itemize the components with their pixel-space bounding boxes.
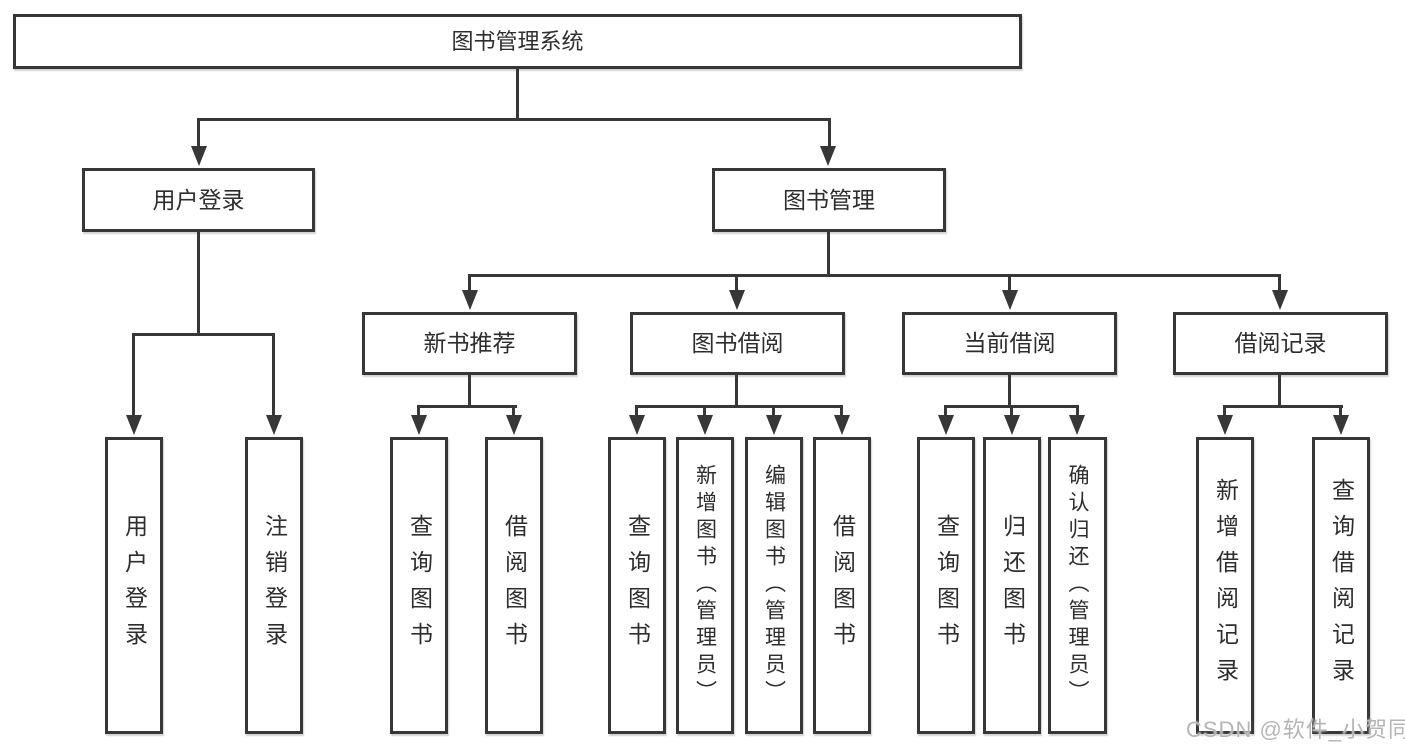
arrow-down-icon: [629, 415, 645, 435]
connector-line: [1278, 375, 1281, 408]
leaf-query-books-current: 查询图书: [917, 437, 975, 734]
connector-line: [1008, 274, 1011, 292]
node-library-management-system: 图书管理系统: [13, 14, 1022, 69]
watermark: CSDN @软件_小贺同学: [1186, 717, 1405, 742]
arrow-down-icon: [462, 290, 478, 310]
connector-line: [1223, 405, 1226, 418]
connector-line: [1008, 375, 1011, 408]
node-current-borrowing: 当前借阅: [902, 312, 1117, 375]
arrow-down-icon: [766, 415, 782, 435]
leaf-edit-book-admin: 编辑图书（管理员）: [745, 437, 803, 734]
leaf-logout: 注销登录: [245, 437, 303, 734]
connector-line: [132, 333, 275, 336]
arrow-down-icon: [1069, 415, 1085, 435]
connector-line: [944, 405, 947, 418]
arrow-down-icon: [1004, 415, 1020, 435]
connector-line: [828, 118, 831, 148]
connector-line: [840, 405, 843, 418]
connector-line: [703, 405, 706, 418]
connector-line: [417, 405, 420, 418]
arrow-down-icon: [126, 415, 142, 435]
connector-line: [1339, 405, 1342, 418]
leaf-add-book-admin: 新增图书（管理员）: [676, 437, 734, 734]
arrow-down-icon: [266, 415, 282, 435]
node-user-login: 用户登录: [82, 168, 315, 232]
arrow-down-icon: [820, 146, 836, 166]
leaf-add-borrow-record: 新增借阅记录: [1196, 437, 1254, 734]
leaf-user-login: 用户登录: [105, 437, 163, 734]
connector-line: [772, 405, 775, 418]
connector-line: [272, 333, 275, 416]
arrow-down-icon: [1333, 415, 1349, 435]
connector-line: [417, 405, 517, 408]
leaf-query-books-recommend: 查询图书: [390, 437, 448, 734]
connector-line: [1076, 405, 1079, 418]
connector-line: [132, 333, 135, 416]
node-book-borrowing: 图书借阅: [630, 312, 845, 375]
connector-line: [468, 274, 1281, 277]
connector-line: [1278, 274, 1281, 292]
connector-line: [635, 405, 843, 408]
connector-line: [827, 232, 830, 277]
node-new-book-recommendation: 新书推荐: [362, 312, 577, 375]
leaf-query-books-borrow: 查询图书: [608, 437, 666, 734]
leaf-borrow-books-recommend: 借阅图书: [485, 437, 543, 734]
connector-line: [1010, 405, 1013, 418]
arrow-down-icon: [938, 415, 954, 435]
node-borrowing-records: 借阅记录: [1173, 312, 1388, 375]
node-book-management: 图书管理: [712, 168, 946, 232]
connector-line: [1223, 405, 1343, 408]
connector-line: [468, 274, 471, 292]
connector-line: [197, 232, 200, 336]
arrow-down-icon: [729, 290, 745, 310]
connector-line: [468, 375, 471, 408]
arrow-down-icon: [191, 146, 207, 166]
connector-line: [197, 118, 200, 148]
arrow-down-icon: [834, 415, 850, 435]
connector-line: [635, 405, 638, 418]
arrow-down-icon: [697, 415, 713, 435]
arrow-down-icon: [506, 415, 522, 435]
leaf-borrow-books: 借阅图书: [813, 437, 871, 734]
connector-line: [197, 118, 831, 121]
connector-line: [516, 69, 519, 120]
arrow-down-icon: [1272, 290, 1288, 310]
connector-line: [512, 405, 515, 418]
arrow-down-icon: [1217, 415, 1233, 435]
arrow-down-icon: [1002, 290, 1018, 310]
leaf-confirm-return-admin: 确认归还（管理员）: [1048, 437, 1107, 734]
arrow-down-icon: [411, 415, 427, 435]
leaf-return-book: 归还图书: [983, 437, 1041, 734]
leaf-query-borrow-record: 查询借阅记录: [1312, 437, 1370, 734]
connector-line: [735, 274, 738, 292]
connector-line: [735, 375, 738, 408]
